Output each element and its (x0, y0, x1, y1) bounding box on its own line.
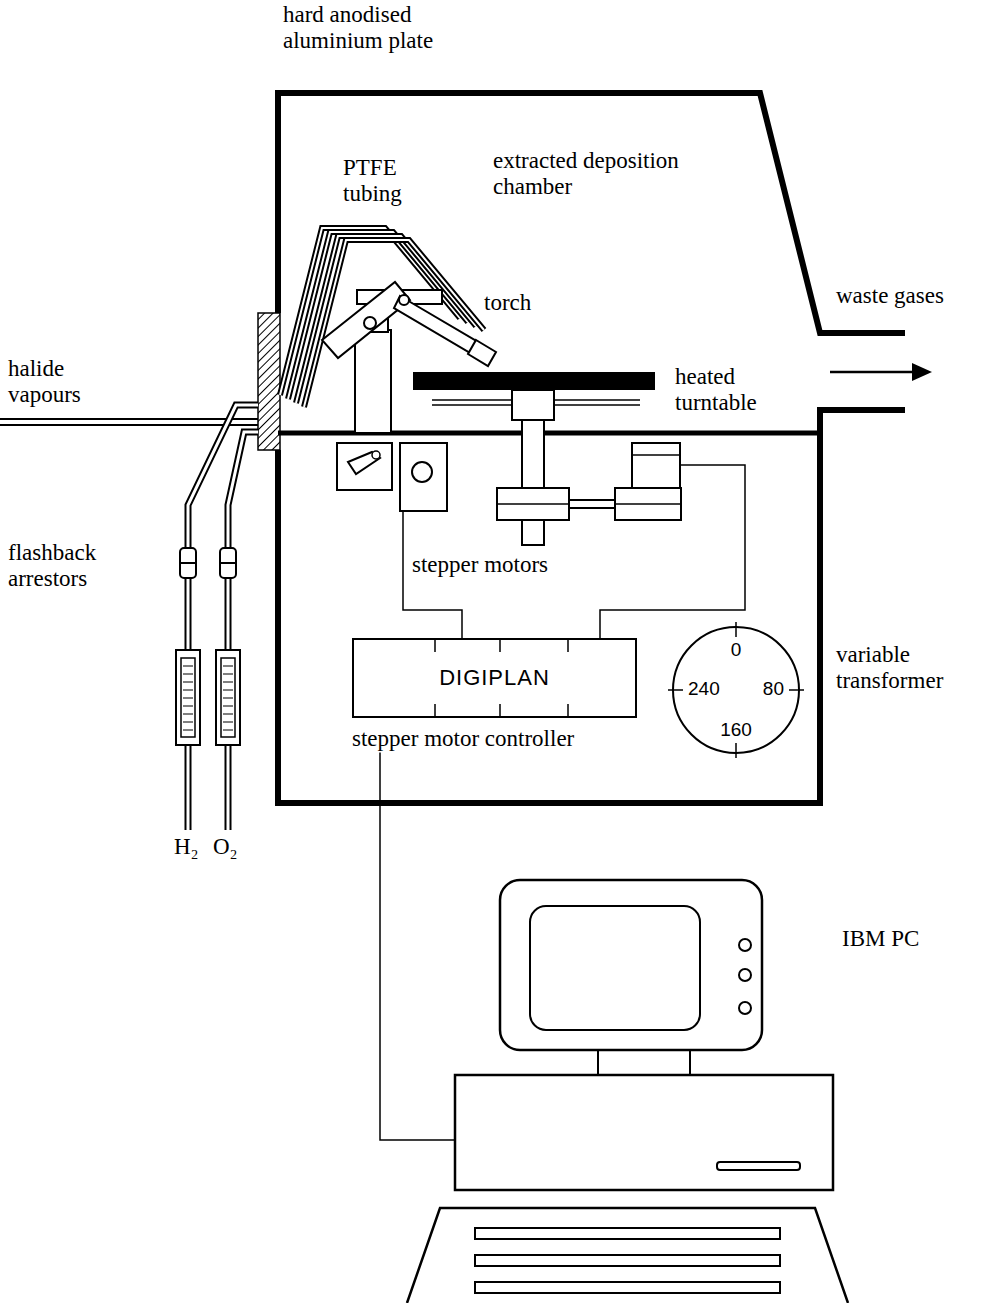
key-row (475, 1255, 780, 1266)
arrestor (220, 548, 236, 578)
dial-ticks (668, 622, 804, 758)
part-label: variable transformer (836, 642, 986, 695)
gas-tubes (188, 405, 258, 830)
torch-mechanism (322, 282, 496, 433)
turntable-plate (413, 372, 655, 390)
hydrogen-tube (188, 405, 258, 830)
dial-number: 160 (671, 719, 801, 741)
part-label: H₂ (174, 834, 199, 860)
pivot (399, 295, 409, 305)
part-label: extracted deposition chamber (493, 148, 743, 201)
torch-post (355, 330, 391, 433)
arrestor-joint (220, 562, 236, 564)
pivot (372, 451, 380, 459)
monitor-button (739, 1002, 751, 1014)
monitor-stand (597, 1050, 599, 1075)
keyboard (407, 1208, 848, 1303)
motor-wire (600, 465, 745, 638)
controller-box: DIGIPLAN stepper motor controller (352, 638, 637, 752)
pivot (364, 317, 376, 329)
flowmeter-tube (181, 658, 195, 737)
part-label: torch (484, 290, 531, 316)
halide-line (0, 418, 258, 420)
disk-slot (717, 1162, 800, 1170)
flowmeter-scale (183, 666, 193, 730)
part-label: stepper motors (412, 552, 548, 578)
computer-label: IBM PC (842, 926, 919, 952)
part-label: PTFE tubing (343, 155, 423, 208)
oxygen-tube-bore (228, 432, 258, 830)
controller-ticks (435, 640, 568, 716)
feedthrough-block (258, 313, 280, 450)
oxygen-tube (228, 432, 258, 830)
belt (569, 507, 615, 509)
torch-nozzle (468, 340, 496, 366)
screen (530, 906, 700, 1030)
key-row (475, 1282, 780, 1293)
dial-number: 80 (763, 678, 784, 700)
monitor-button (739, 969, 751, 981)
part-label: waste gases (836, 283, 944, 309)
controller-caption: stepper motor controller (352, 726, 637, 752)
exhaust-arrowhead (912, 363, 932, 381)
motor-spindle (412, 462, 432, 482)
pulley-groove (497, 503, 569, 505)
part-label: hard anodised aluminium plate (283, 2, 483, 55)
controller-outline: DIGIPLAN (352, 638, 637, 718)
turntable-motor (632, 443, 680, 488)
part-label: halide vapours (8, 356, 118, 409)
flowmeter-scale (223, 666, 233, 730)
pulley-groove (615, 503, 681, 505)
turntable-drive (413, 372, 681, 545)
pulley (497, 488, 569, 520)
halide-line (0, 424, 258, 426)
computer: IBM PC (455, 878, 833, 1190)
torch-body (394, 296, 478, 354)
computer-illustration (407, 880, 848, 1303)
key-row (475, 1228, 780, 1239)
cable (380, 752, 455, 1140)
part-label: heated turntable (675, 364, 795, 417)
motor-linkage (348, 452, 380, 474)
stepper-motor (337, 443, 392, 490)
flowmeter-tube (221, 658, 235, 737)
hub (512, 390, 554, 420)
monitor-button (739, 939, 751, 951)
dial-number: 0 (671, 639, 801, 661)
system-unit (455, 1075, 833, 1190)
arrestor-joint (180, 562, 196, 564)
flowmeter (176, 650, 200, 745)
monitor (500, 880, 762, 1050)
flowmeters (176, 650, 240, 745)
chamber-wall (278, 93, 905, 803)
pulley (615, 488, 681, 520)
part-label: O₂ (213, 834, 238, 860)
belt (569, 499, 615, 501)
part-label: flashback arrestors (8, 540, 148, 593)
motor-detail (632, 454, 680, 456)
torch-lever (322, 282, 410, 358)
stepper-motor (400, 443, 447, 511)
monitor-stand (689, 1050, 691, 1075)
arrestor (180, 548, 196, 578)
shaft (522, 420, 544, 545)
transformer-dial: 0 240 80 160 (671, 625, 801, 755)
controller-name: DIGIPLAN (439, 665, 550, 691)
flashback-arrestors (180, 548, 236, 578)
flowmeter (216, 650, 240, 745)
dial-number: 240 (688, 678, 720, 700)
exhaust-arrow (830, 371, 914, 374)
torch-motors (337, 443, 447, 511)
hydrogen-tube-bore (188, 405, 258, 830)
